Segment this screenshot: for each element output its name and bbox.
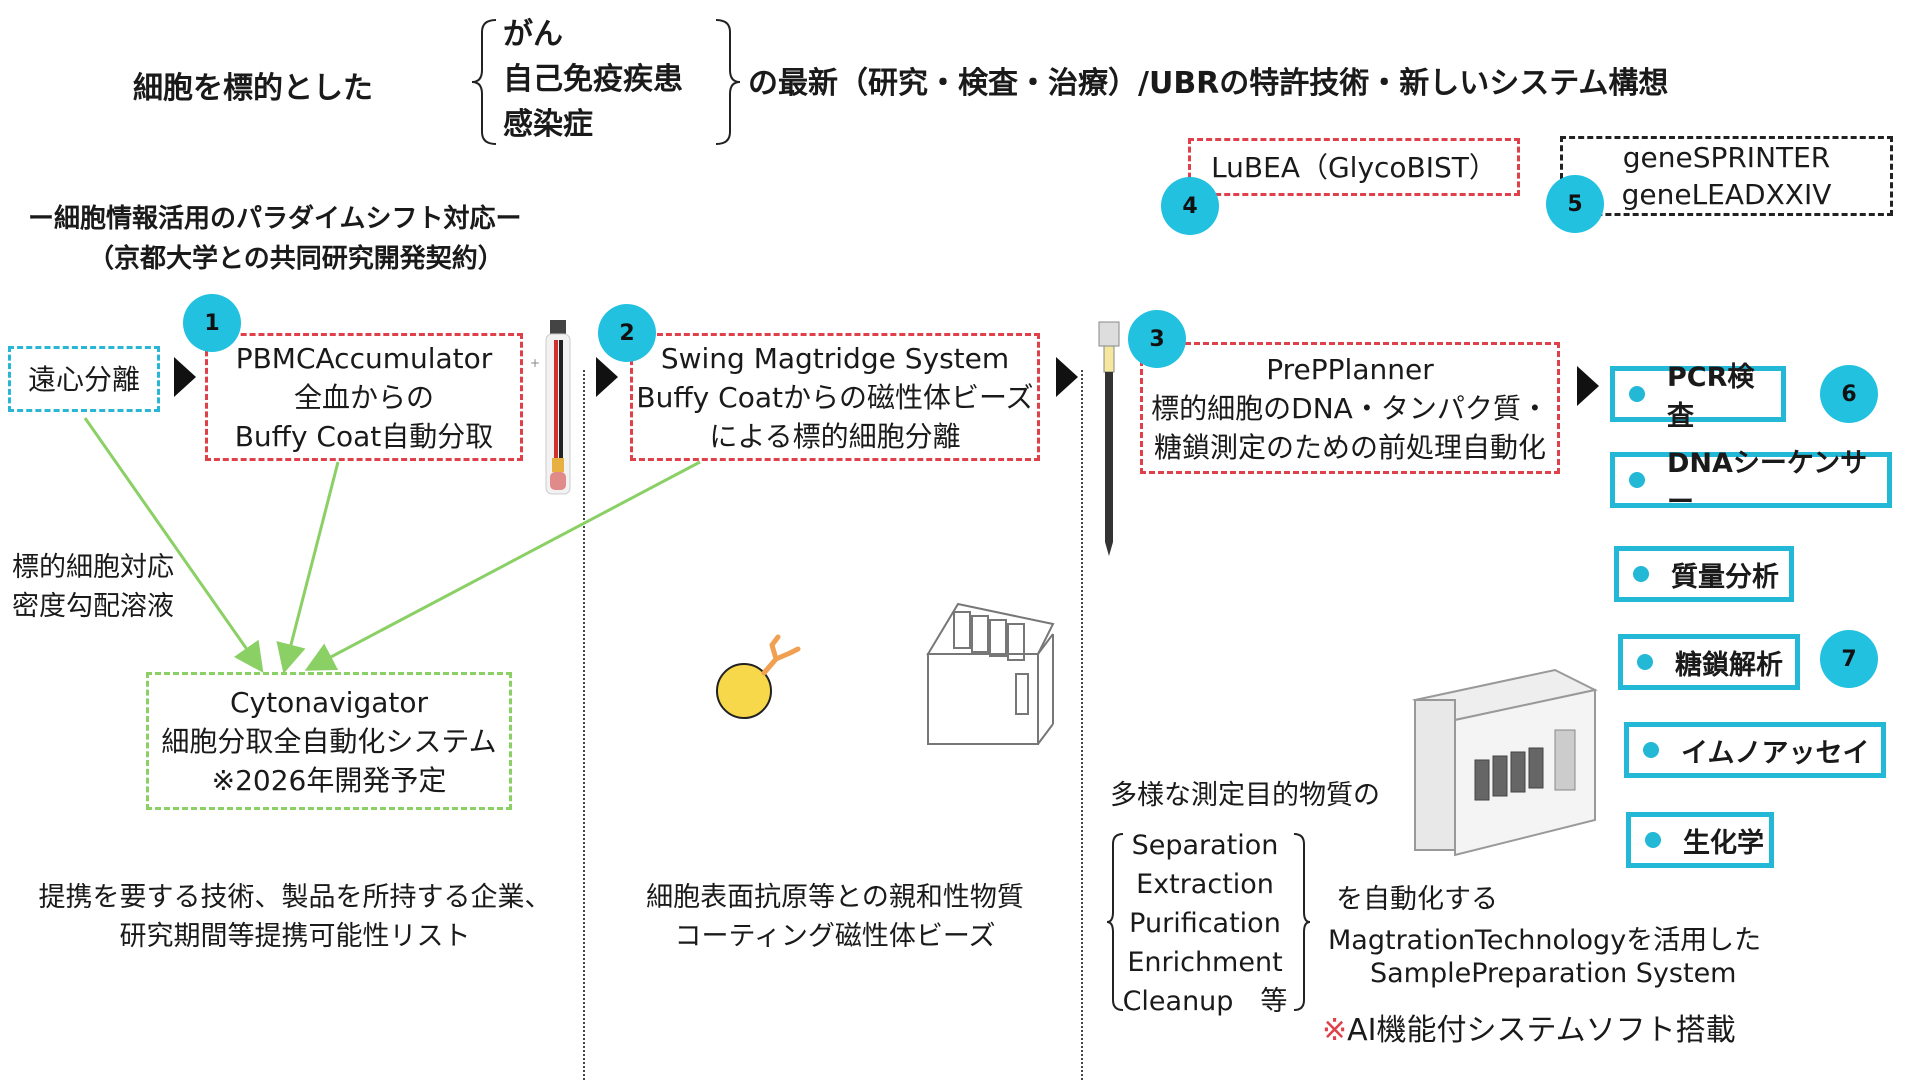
result-label: DNAシーケンサー [1667,448,1868,518]
lubea-label: LuBEA（GlycoBIST） [1211,150,1497,184]
badge-5: 5 [1546,175,1604,233]
magtration-label: MagtrationTechnologyを活用した [1328,925,1762,956]
pbmc-title: PBMCAccumulator [235,341,493,375]
badge-3: 3 [1128,310,1186,368]
process-item: Cleanup 等 [1122,986,1288,1017]
bullet-icon [1645,832,1661,848]
diverse-label: 多様な測定目的物質の [1110,780,1380,811]
prepplanner-box: PrePPlanner 標的細胞のDNA・タンパク質・ 糖鎖測定のための前処理自… [1140,342,1560,474]
partner-line-2: 研究期間等提携可能性リスト [119,921,471,952]
badge-2: 2 [598,304,656,362]
process-left-brace [1106,833,1124,1011]
gene-box: geneSPRINTER geneLEADXXIV [1560,136,1893,216]
svg-text:+: + [530,356,540,370]
green-arrows [83,417,701,674]
ai-software-note: ※AI機能付システムソフト搭載 [1322,1005,1736,1049]
disease-item: 自己免疫疾患 [503,62,683,97]
beads-note: 細胞表面抗原等との親和性物質 コーティング磁性体ビーズ [625,878,1045,956]
density-line-1: 標的細胞対応 [12,552,174,583]
right-brace [715,19,741,145]
prep-desc-1: 標的細胞のDNA・タンパク質・ [1151,391,1549,425]
pbmc-desc-2: Buffy Coat自動分取 [234,419,494,453]
process-right-brace [1293,833,1311,1011]
section-divider [1081,370,1083,1080]
flow-arrow [1056,357,1078,397]
partner-line-1: 提携を要する技術、製品を所持する企業、 [38,882,552,913]
subtitle-line2: （京都大学との共同研究開発契約） [88,244,504,274]
arrow-pbmc-to-cyto [276,461,340,674]
partner-note: 提携を要する技術、製品を所持する企業、 研究期間等提携可能性リスト [30,878,560,956]
process-item: Enrichment [1127,947,1283,978]
result-glycan: 糖鎖解析 [1618,634,1800,690]
prepplanner-device-image [1412,668,1598,857]
swing-title: Swing Magtridge System [660,341,1010,375]
density-label: 標的細胞対応 密度勾配溶液 [12,548,174,626]
result-label: PCR検査 [1667,362,1755,432]
badge-7: 7 [1820,630,1878,688]
section-divider [583,370,585,1080]
density-line-2: 密度勾配溶液 [12,591,174,622]
blood-tube-image: + [530,320,571,495]
pipette-tip-image [1098,321,1120,556]
beads-line-2: コーティング磁性体ビーズ [674,921,996,952]
title-right: の最新（研究・検査・治療）/UBRの特許技術・新しいシステム構想 [748,66,1669,101]
process-item: Separation [1131,830,1279,861]
prep-title: PrePPlanner [1266,352,1434,386]
centrifuge-box: 遠心分離 [8,346,160,412]
flow-arrow [596,357,618,397]
cyto-title: Cytonavigator [229,685,429,719]
beads-line-1: 細胞表面抗原等との親和性物質 [646,882,1024,913]
pbmc-desc-1: 全血からの [293,380,434,414]
centrifuge-label: 遠心分離 [27,362,140,396]
disease-list: がん 自己免疫疾患 感染症 [503,12,683,147]
lubea-box: LuBEA（GlycoBIST） [1188,138,1520,196]
result-immunoassay: イムノアッセイ [1624,722,1886,778]
automate-label: を自動化する [1336,884,1498,915]
badge-4: 4 [1161,177,1219,235]
badge-6: 6 [1820,365,1878,423]
bullet-icon [1633,566,1649,582]
swing-desc-1: Buffy Coatからの磁性体ビーズ [636,380,1034,414]
result-label: 生化学 [1683,827,1764,859]
disease-item: 感染症 [503,107,593,142]
bullet-icon [1637,654,1653,670]
title-left: 細胞を標的とした [133,71,373,106]
magnetic-bead-image [716,634,801,719]
ai-text: AI機能付システムソフト搭載 [1347,1013,1736,1048]
swing-desc-2: による標的細胞分離 [709,419,961,453]
pbmc-accumulator-box: PBMCAccumulator 全血からの Buffy Coat自動分取 [205,333,523,461]
arrow-centrifuge-to-cyto [83,417,264,673]
flow-arrow [1577,366,1599,406]
cyto-desc: 細胞分取全自動化システム [161,724,497,758]
process-item: Purification [1129,908,1281,939]
ai-mark: ※ [1322,1013,1348,1048]
cytonavigator-box: Cytonavigator 細胞分取全自動化システム ※2026年開発予定 [146,672,512,810]
gene-label-2: geneLEADXXIV [1621,178,1832,211]
left-brace [471,19,497,145]
swing-magtridge-device-image [926,602,1055,745]
cyto-note: ※2026年開発予定 [211,763,447,797]
bullet-icon [1629,472,1645,488]
result-label: イムノアッセイ [1681,737,1870,769]
disease-item: がん [503,17,563,52]
swing-magtridge-box: Swing Magtridge System Buffy Coatからの磁性体ビ… [630,333,1040,461]
badge-1: 1 [183,294,241,352]
sample-prep-label: SamplePreparation System [1370,958,1737,989]
bullet-icon [1643,742,1659,758]
flow-arrow [174,357,196,397]
prep-desc-2: 糖鎖測定のための前処理自動化 [1153,430,1546,464]
result-biochemistry: 生化学 [1626,812,1774,868]
process-list: Separation Extraction Purification Enric… [1120,826,1290,1021]
subtitle-line1: ー細胞情報活用のパラダイムシフト対応ー [28,204,522,234]
result-label: 質量分析 [1671,561,1779,593]
bullet-icon [1629,386,1645,402]
result-dna-sequencer: DNAシーケンサー [1610,448,1892,518]
process-item: Extraction [1136,869,1274,900]
result-pcr: PCR検査 [1610,362,1786,432]
gene-label-1: geneSPRINTER [1622,141,1831,174]
arrow-swing-to-cyto [304,460,701,671]
result-label: 糖鎖解析 [1675,649,1783,681]
result-mass-spec: 質量分析 [1614,546,1794,602]
